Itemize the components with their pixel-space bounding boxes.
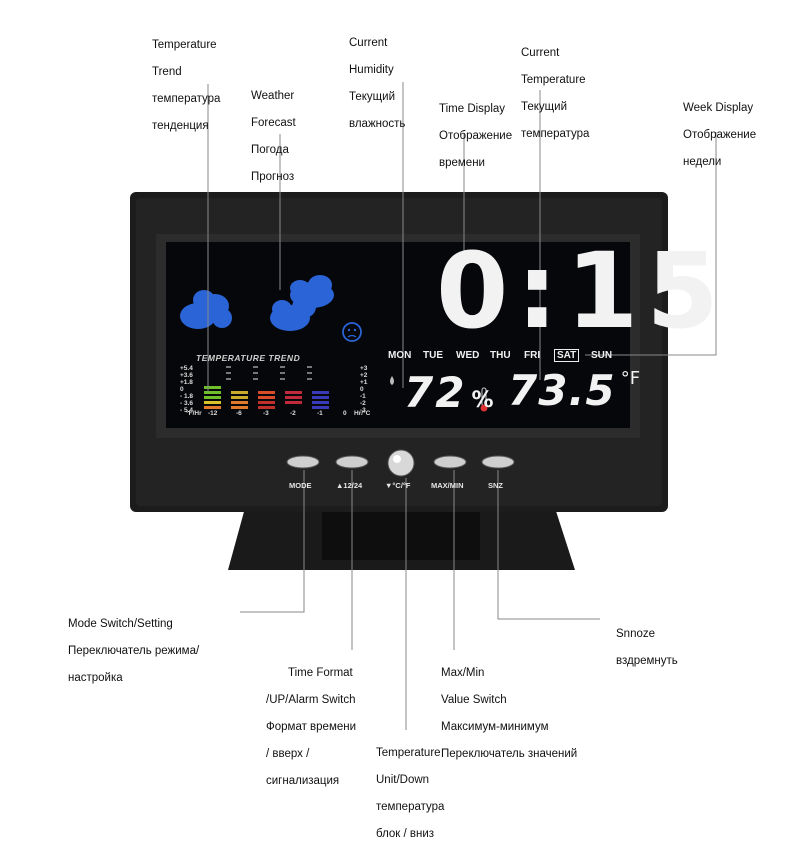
humidity-value: 72 %: [404, 368, 494, 417]
time-display: 0:15: [436, 230, 727, 352]
clock-device-illustration: [130, 82, 717, 730]
day-sat-selected: SAT: [554, 349, 580, 362]
label-weather-forecast: Weather Forecast Погода Прогноз: [251, 89, 296, 183]
thermometer-icon: [480, 387, 488, 412]
temperature-trend-bars: [204, 366, 329, 409]
label-max-min: Max/Min Value Switch Максимум-минимум Пе…: [441, 666, 578, 760]
label-time-format: Time Format /UP/Alarm Switch Формат врем…: [266, 666, 357, 787]
label-current-humidity: Current Humidity Текущий влажность: [349, 36, 406, 130]
callout-lines: [207, 82, 717, 730]
format-up-button[interactable]: ▲12/24: [336, 481, 363, 490]
humidity-drop-icon: [390, 376, 394, 385]
maxmin-button[interactable]: MAX/MIN: [431, 481, 464, 490]
day-wed: WED: [456, 350, 480, 361]
trend-right-scale: +3 +2 +1 0 -1 -2 -3: [360, 365, 368, 414]
trend-left-scale: +5.4 +3.6 +1.8 0 - 1.8 - 3.6 - 5.4: [180, 365, 194, 414]
button-row: [286, 449, 515, 477]
snooze-button[interactable]: SNZ: [488, 481, 503, 490]
day-sun: SUN: [591, 350, 613, 361]
mode-button[interactable]: MODE: [289, 481, 312, 490]
day-mon: MON: [388, 350, 412, 361]
label-mode-switch: Mode Switch/Setting Переключатель режима…: [68, 617, 200, 684]
temperature-value: 73.5 °F: [508, 366, 641, 415]
day-thu: THU: [490, 350, 511, 361]
label-current-temperature: Current Temperature Текущий температура: [521, 46, 590, 140]
label-week-display: Week Display Отображение недели: [683, 101, 757, 168]
label-temperature-trend: Temperature Trend температура тенденция: [152, 38, 221, 132]
day-tue: TUE: [423, 350, 443, 361]
label-temperature-unit: Temperature Unit/Down температура блок /…: [376, 746, 445, 840]
unit-down-button[interactable]: ▼°C/°F: [385, 481, 411, 490]
stand-inner: [322, 508, 480, 560]
day-fri: FRI: [524, 350, 541, 361]
comfort-face-icon: [342, 322, 362, 342]
weather-cloud-icon-3: [290, 275, 334, 308]
label-snooze: Snnoze вздремнуть: [616, 627, 678, 667]
label-time-display: Time Display Отображение времени: [439, 102, 513, 169]
trend-title: TEMPERATURE TREND: [196, 353, 301, 363]
